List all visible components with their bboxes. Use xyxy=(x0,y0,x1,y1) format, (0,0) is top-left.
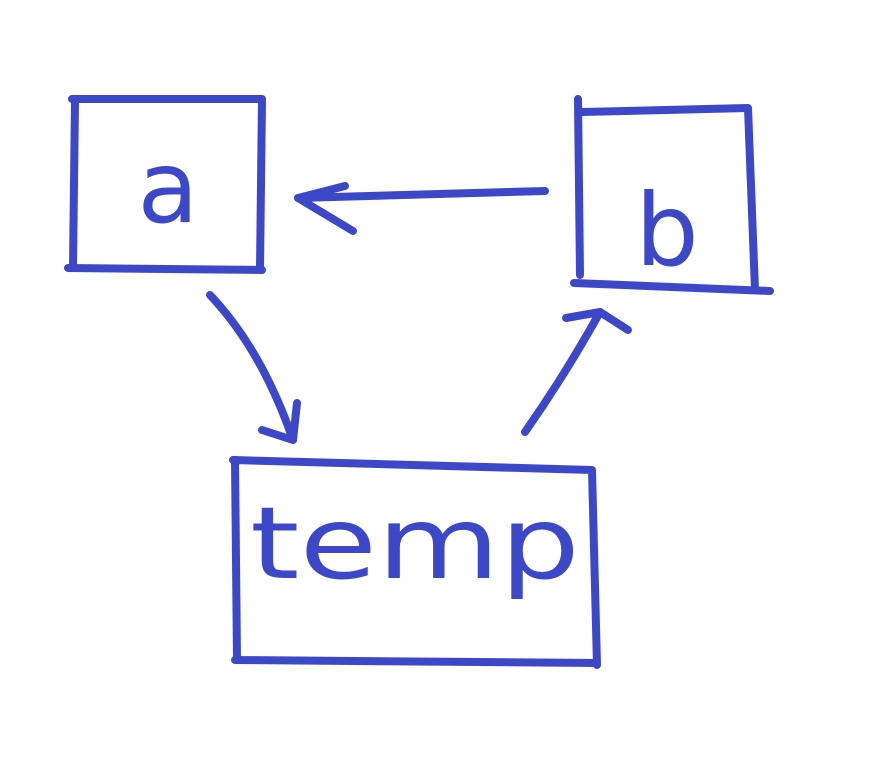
node-a-label: a xyxy=(137,129,198,246)
arrow-b-to-a-head xyxy=(294,182,357,235)
arrow-a-to-temp-shaft xyxy=(206,291,297,444)
node-temp: temp xyxy=(229,456,601,669)
node-b-label: b xyxy=(635,172,698,289)
node-b: b xyxy=(570,95,774,295)
edge-a-to-temp xyxy=(206,291,301,444)
arrow-temp-to-b-shaft xyxy=(521,308,604,436)
arrow-temp-to-b-head xyxy=(562,308,632,334)
node-temp-label: temp xyxy=(250,485,580,602)
box-b-outline xyxy=(570,95,774,295)
arrow-b-to-a-shaft xyxy=(294,187,549,202)
box-temp-outline xyxy=(229,456,601,669)
arrow-a-to-temp-head xyxy=(258,399,301,444)
edge-temp-to-b xyxy=(521,308,632,436)
box-a-outline xyxy=(64,95,266,274)
edge-b-to-a xyxy=(294,182,549,235)
node-a: a xyxy=(64,95,266,274)
